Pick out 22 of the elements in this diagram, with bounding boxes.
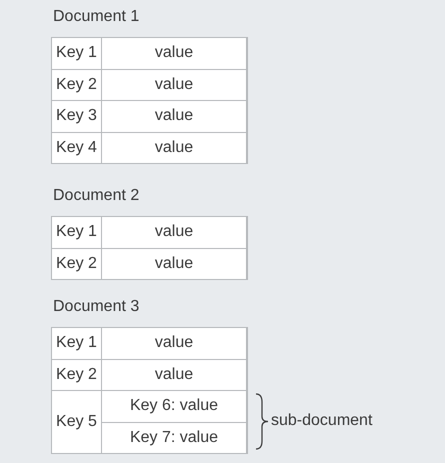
table-heading: Document 3 xyxy=(53,298,140,316)
table-cell: Key 1 xyxy=(52,328,102,360)
table-cell: value xyxy=(102,101,247,132)
table-cell: Key 3 xyxy=(52,101,102,132)
table-cell: Key 7: value xyxy=(102,422,247,454)
table-cell: Key 2 xyxy=(52,360,102,391)
table-cell: value xyxy=(102,132,247,164)
table-cell: Key 2 xyxy=(52,70,102,101)
table-heading: Document 2 xyxy=(53,187,140,205)
table-cell: Key 6: value xyxy=(102,391,247,422)
brace-label: sub-document xyxy=(271,412,372,430)
table-cell: value xyxy=(102,360,247,391)
table-cell: Key 1 xyxy=(52,217,102,248)
table-cell: value xyxy=(102,248,247,280)
table-cell: value xyxy=(102,328,247,360)
table-cell: Key 4 xyxy=(52,132,102,164)
table-heading: Document 1 xyxy=(53,8,140,26)
table-cell: value xyxy=(102,70,247,101)
table-cell: value xyxy=(102,217,247,248)
table-cell: Key 2 xyxy=(52,248,102,280)
table-cell: Key 1 xyxy=(52,38,102,70)
table-cell: value xyxy=(102,38,247,70)
